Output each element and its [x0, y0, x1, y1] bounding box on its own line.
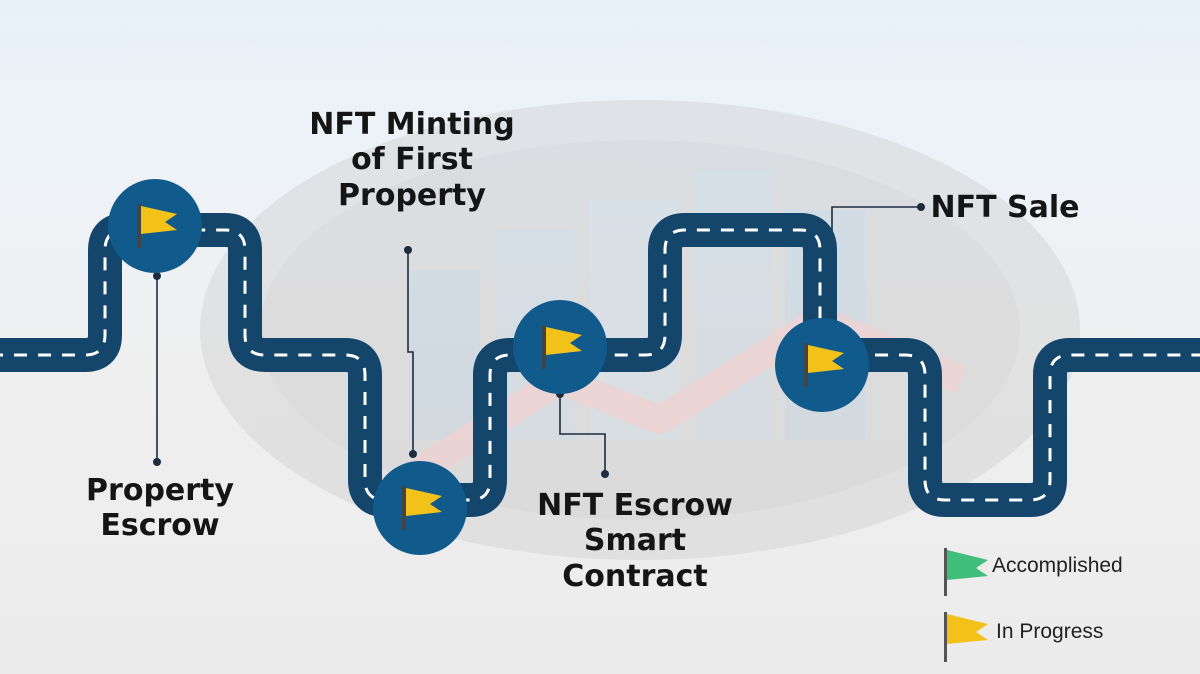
- milestone-marker-nft-escrow-contract: [513, 300, 607, 394]
- flag-icon: [402, 486, 442, 530]
- milestone-marker-nft-minting: [373, 461, 467, 555]
- green-flag-icon: [944, 548, 988, 596]
- milestone-marker-nft-sale: [775, 318, 869, 412]
- yellow-flag-icon: [944, 612, 988, 662]
- label-property-escrow: Property Escrow: [86, 473, 234, 544]
- flag-icon: [542, 325, 582, 369]
- connector-nft-minting: [407, 250, 414, 454]
- legend-in-progress-label: In Progress: [996, 620, 1104, 643]
- connector-nft-escrow-contract: [559, 394, 606, 474]
- milestone-marker-property-escrow: [108, 179, 202, 273]
- label-nft-minting: NFT Minting of First Property: [309, 107, 515, 213]
- label-nft-escrow-contract: NFT Escrow Smart Contract: [537, 488, 733, 594]
- legend-accomplished-label: Accomplished: [992, 554, 1123, 577]
- flag-icon: [137, 204, 177, 248]
- label-nft-sale: NFT Sale: [930, 190, 1080, 225]
- flag-icon: [804, 343, 844, 387]
